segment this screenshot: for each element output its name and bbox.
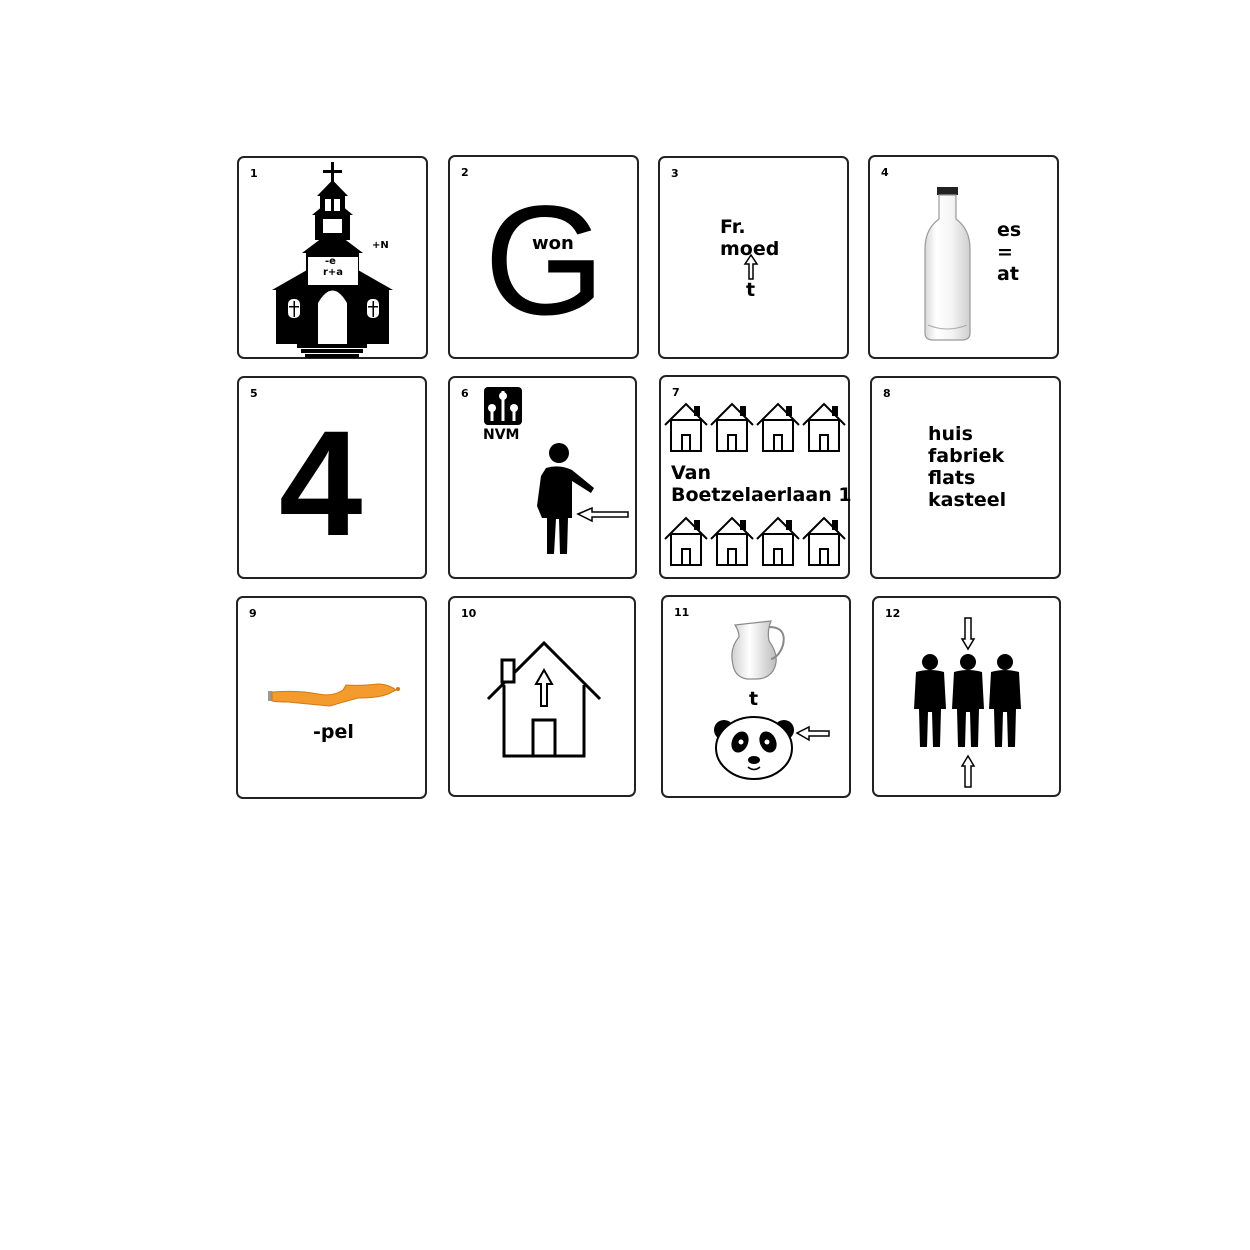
church-plus-n: +N: [372, 240, 389, 251]
tile-number: 4: [881, 166, 889, 179]
nvm-logo-text: NVM: [483, 427, 520, 443]
church-r-plus-a: r+a: [323, 267, 344, 278]
text-fr: Fr.: [720, 216, 746, 238]
puzzle-tile-2: 2 G won: [448, 155, 639, 359]
tile-number: 8: [883, 387, 891, 400]
text-moed: moed: [720, 238, 780, 260]
inner-word: won: [532, 233, 574, 254]
suffix-pel: -pel: [313, 721, 354, 743]
church-icon: [272, 162, 393, 358]
text-equals: =: [997, 241, 1013, 263]
puzzle-tile-4: 4 es = at: [868, 155, 1059, 359]
street-line-1: Van: [671, 462, 712, 484]
tile-number: 9: [249, 607, 257, 620]
person-icon: [537, 443, 629, 554]
tile-number: 6: [461, 387, 469, 400]
word-flats: flats: [928, 467, 976, 489]
word-huis: huis: [928, 423, 973, 445]
tile-number: 3: [671, 167, 679, 180]
puzzle-tile-8: 8 huis fabriek flats kasteel: [870, 376, 1061, 579]
big-digit-4: 4: [279, 399, 363, 567]
puzzle-tile-7: 7 Van Boetzelaerlaan 1: [659, 375, 852, 579]
house-arrow-up-icon: [486, 640, 602, 758]
church-minus-e: -e: [325, 256, 336, 267]
tile-number: 7: [672, 386, 680, 399]
tile-number: 5: [250, 387, 258, 400]
puzzle-tile-1: 1: [237, 156, 428, 359]
orange-pennant-icon: [268, 683, 400, 707]
word-kasteel: kasteel: [928, 489, 1007, 511]
letter-t: t: [749, 688, 759, 710]
arrow-up-icon: [743, 253, 759, 280]
puzzle-tile-6: 6 NVM: [448, 376, 637, 579]
house-row-bottom: [664, 516, 846, 566]
bottle-icon: [924, 187, 971, 341]
street-line-2: Boetzelaerlaan 1: [671, 484, 852, 506]
puzzle-tile-5: 5 4: [237, 376, 427, 579]
tile-number: 2: [461, 166, 469, 179]
tile-number: 1: [250, 167, 258, 180]
puzzle-tile-11: 11 t: [661, 595, 851, 798]
jug-icon: [731, 620, 785, 680]
tile-number: 12: [885, 607, 901, 620]
word-fabriek: fabriek: [928, 445, 1005, 467]
puzzle-tile-3: 3 Fr. moed t: [658, 156, 849, 359]
three-people-icon: [914, 617, 1021, 788]
text-at: at: [997, 263, 1019, 285]
puzzle-tile-12: 12: [872, 596, 1061, 797]
puzzle-tile-10: 10: [448, 596, 636, 797]
nvm-logo-icon: [484, 387, 522, 425]
text-es: es: [997, 219, 1022, 241]
house-row-top: [664, 402, 846, 452]
big-letter-g: G: [484, 174, 606, 348]
tile-number: 10: [461, 607, 477, 620]
text-t: t: [746, 279, 756, 301]
panda-icon: [714, 716, 830, 780]
puzzle-tile-9: 9 -pel: [236, 596, 427, 799]
tile-number: 11: [674, 606, 690, 619]
